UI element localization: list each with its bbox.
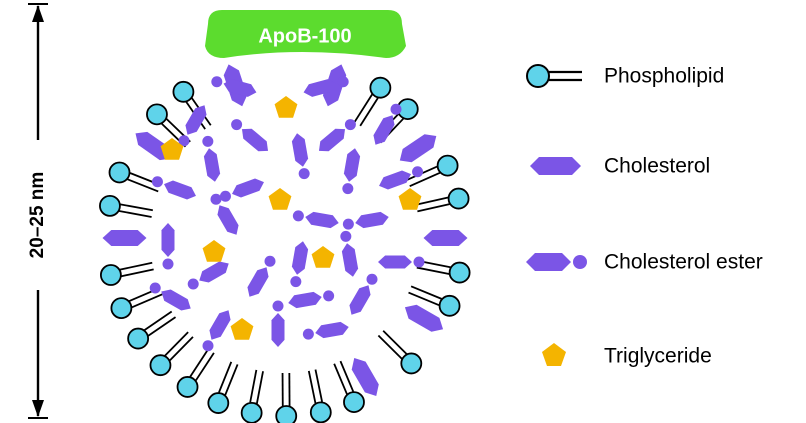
phospholipid bbox=[207, 361, 239, 414]
cholesterol-ester bbox=[210, 193, 239, 235]
triglyceride bbox=[160, 138, 184, 160]
cholesterol-ester bbox=[290, 241, 309, 288]
cholesterol bbox=[399, 134, 437, 163]
apob-100-label: ApoB-100 bbox=[258, 25, 351, 47]
cholesterol bbox=[135, 131, 172, 161]
cholesterol-ester bbox=[271, 300, 285, 347]
size-scale-bar: 20–25 nm bbox=[27, 3, 48, 419]
legend-label-triglyceride: Triglyceride bbox=[604, 345, 712, 368]
lipid-core bbox=[102, 64, 468, 397]
phospholipid bbox=[176, 348, 215, 398]
phospholipid bbox=[240, 369, 264, 423]
cholesterol-ester bbox=[247, 255, 276, 297]
cholesterol-ester bbox=[202, 310, 231, 352]
triglyceride bbox=[202, 240, 226, 262]
phospholipid bbox=[307, 369, 332, 423]
cholesterol-ester bbox=[318, 119, 356, 152]
legend: Phospholipid Cholesterol Cholesterol est… bbox=[526, 64, 763, 368]
legend-item-triglyceride: Triglyceride bbox=[542, 343, 712, 368]
phospholipid bbox=[127, 310, 177, 350]
cholesterol-ester bbox=[219, 178, 264, 202]
apob-100-protein: ApoB-100 bbox=[205, 10, 406, 58]
triglyceride bbox=[230, 318, 254, 340]
cholesterol-ester bbox=[373, 103, 402, 145]
legend-item-cholesterol: Cholesterol bbox=[530, 155, 710, 178]
triglyceride bbox=[311, 246, 335, 268]
cholesterol-ester bbox=[178, 105, 207, 147]
cholesterol-ester bbox=[161, 223, 175, 270]
phospholipid-monolayer bbox=[99, 76, 471, 423]
triglyceride bbox=[268, 188, 292, 210]
legend-label-phospholipid: Phospholipid bbox=[604, 65, 724, 88]
cholesterol-ester bbox=[292, 210, 339, 229]
phospholipid-icon bbox=[526, 64, 582, 88]
phospholipid bbox=[353, 76, 392, 127]
cholesterol-icon bbox=[530, 157, 581, 175]
phospholipid bbox=[110, 287, 163, 320]
cholesterol-ester bbox=[342, 148, 361, 195]
cholesterol-ester bbox=[291, 133, 310, 180]
phospholipid bbox=[377, 330, 423, 375]
cholesterol-ester bbox=[378, 255, 425, 269]
cholesterol bbox=[404, 304, 444, 332]
cholesterol-ester bbox=[349, 273, 378, 315]
cholesterol-ester bbox=[187, 261, 229, 290]
phospholipid bbox=[108, 161, 162, 193]
cholesterol-ester bbox=[303, 76, 349, 97]
cholesterol-ester bbox=[379, 166, 424, 190]
legend-item-phospholipid: Phospholipid bbox=[526, 64, 724, 88]
phospholipid bbox=[275, 372, 298, 423]
phospholipid bbox=[415, 187, 470, 213]
cholesterol-ester bbox=[231, 119, 269, 152]
cholesterol-ester bbox=[149, 282, 191, 311]
cholesterol-ester bbox=[202, 135, 221, 182]
legend-item-cholesterol-ester: Cholesterol ester bbox=[526, 251, 763, 274]
cholesterol bbox=[423, 230, 468, 246]
phospholipid bbox=[408, 285, 461, 317]
cholesterol-ester bbox=[151, 176, 196, 200]
phospholipid bbox=[99, 261, 154, 286]
phospholipid bbox=[406, 154, 459, 188]
size-scale-label: 20–25 nm bbox=[27, 172, 48, 259]
cholesterol-ester bbox=[288, 290, 335, 309]
triglyceride-icon bbox=[542, 343, 566, 366]
triglyceride bbox=[398, 188, 422, 210]
triglyceride bbox=[274, 96, 298, 118]
legend-label-cholesterol: Cholesterol bbox=[604, 155, 710, 178]
cholesterol-ester bbox=[211, 76, 257, 97]
cholesterol-ester bbox=[340, 230, 359, 277]
cholesterol bbox=[351, 357, 379, 397]
phospholipid bbox=[333, 360, 365, 413]
legend-label-cholesterol-ester: Cholesterol ester bbox=[604, 251, 763, 274]
cholesterol-ester-icon bbox=[526, 253, 587, 271]
phospholipid bbox=[416, 260, 471, 284]
phospholipid bbox=[149, 331, 194, 377]
cholesterol-ester bbox=[302, 321, 349, 340]
phospholipid bbox=[99, 194, 153, 218]
cholesterol bbox=[102, 230, 147, 246]
cholesterol-ester bbox=[342, 211, 389, 230]
